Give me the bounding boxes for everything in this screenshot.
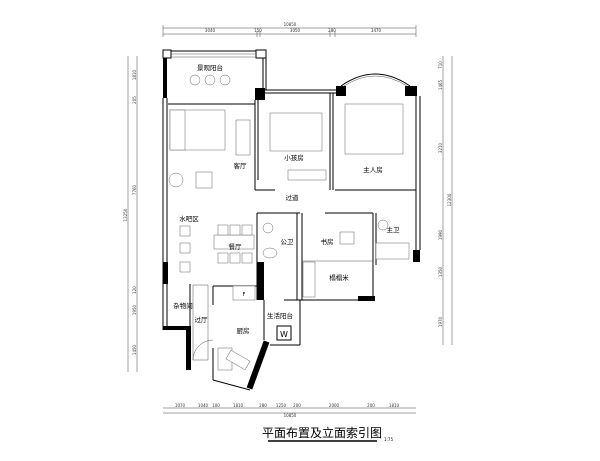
dim-label: 3040 bbox=[205, 28, 216, 33]
room-foyer: 过厅 bbox=[195, 315, 209, 324]
dim-label: 710 bbox=[438, 61, 443, 69]
dim-label: 120 bbox=[132, 286, 137, 294]
dim-label: 1465 bbox=[438, 79, 443, 90]
room-balcony: 景观阳台 bbox=[197, 63, 223, 72]
room-water-bar: 水吧区 bbox=[179, 214, 199, 223]
washer bbox=[276, 325, 292, 341]
room-study: 书房 bbox=[321, 237, 334, 246]
dim-label: 1810 bbox=[389, 403, 400, 408]
room-public-bath: 公卫 bbox=[281, 238, 295, 246]
dim-label: 1040 bbox=[198, 403, 209, 408]
room-dining: 餐厅 bbox=[229, 242, 243, 251]
room-master-bath: 主卫 bbox=[387, 225, 401, 234]
dim-label: 280 bbox=[328, 28, 336, 33]
left-dimensions: 13250 1810 205 7760 120 1950 1450 bbox=[123, 56, 138, 372]
walls: W F bbox=[162, 49, 421, 391]
fridge-label: F bbox=[243, 292, 246, 298]
dim-label: 1070 bbox=[175, 403, 186, 408]
dim-label: 3210 bbox=[438, 142, 443, 153]
room-tatami: 榻榻米 bbox=[329, 273, 349, 282]
dim-label: 3050 bbox=[290, 28, 301, 33]
room-master-bedroom: 主人房 bbox=[363, 165, 383, 174]
dim-label: 1970 bbox=[438, 316, 443, 327]
dim-label: 1950 bbox=[132, 304, 137, 315]
drawing-title: 平面布置及立面索引图 bbox=[262, 425, 382, 440]
dim-label: 280 bbox=[259, 403, 267, 408]
room-living: 客厅 bbox=[234, 161, 248, 170]
dim-label: 3470 bbox=[371, 28, 382, 33]
dim-label: 1990 bbox=[438, 229, 443, 240]
dim-label: 1350 bbox=[438, 266, 443, 277]
right-dimensions: 710 1465 3210 1990 1350 1970 12300 bbox=[438, 56, 453, 345]
dim-label: 2000 bbox=[329, 403, 340, 408]
room-storage: 杂物间 bbox=[173, 301, 193, 310]
dim-label: 150 bbox=[254, 28, 262, 33]
dim-label: 7760 bbox=[132, 184, 137, 195]
dim-left-total: 13250 bbox=[123, 208, 128, 221]
dim-label: 1250 bbox=[276, 403, 287, 408]
washer-label: W bbox=[280, 330, 288, 339]
dim-right-total: 12300 bbox=[447, 193, 452, 206]
room-labels: 景观阳台 客厅 小孩房 主人房 过道 水吧区 餐厅 公卫 书房 主卫 榻榻米 杂… bbox=[173, 63, 400, 335]
room-kids: 小孩房 bbox=[284, 153, 304, 162]
top-dimensions: 10850 3040 150 3050 280 3470 bbox=[162, 22, 417, 37]
furniture bbox=[168, 74, 410, 273]
dim-label: 200 bbox=[367, 403, 375, 408]
dim-label: 1810 bbox=[132, 69, 137, 80]
dim-label: 205 bbox=[132, 96, 137, 104]
room-corridor: 过道 bbox=[286, 193, 300, 202]
dim-label: 1810 bbox=[233, 403, 244, 408]
room-service-balcony: 生活阳台 bbox=[267, 311, 293, 320]
room-kitchen: 厨房 bbox=[237, 326, 250, 335]
dim-top-total: 10850 bbox=[284, 22, 297, 27]
dim-label: 1450 bbox=[132, 344, 137, 355]
dim-label: 100 bbox=[212, 403, 220, 408]
bottom-dimensions: 1070 1040 100 1810 280 1250 200 2000 200… bbox=[163, 403, 416, 418]
dim-bottom-total: 10850 bbox=[284, 413, 297, 418]
drawing-scale: 1:75 bbox=[384, 437, 393, 442]
dim-label: 200 bbox=[293, 403, 301, 408]
